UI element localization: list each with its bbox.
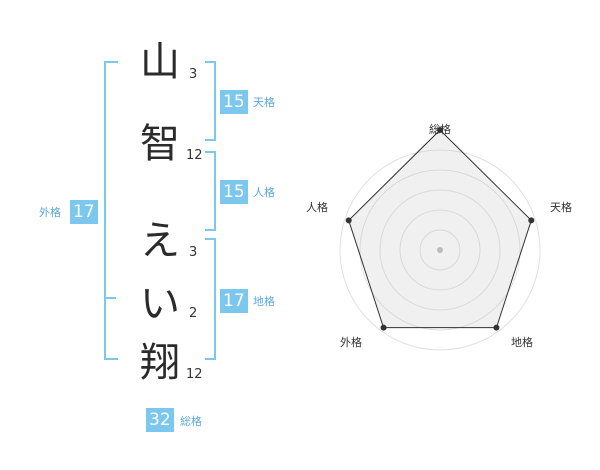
radar-value-polygon xyxy=(348,129,532,329)
radar-point-3 xyxy=(493,324,500,331)
jinkaku-badge: 15 xyxy=(220,180,248,204)
chikaku-badge: 17 xyxy=(220,289,248,313)
radar-point-4 xyxy=(380,324,387,331)
stroke-count-4: 2 xyxy=(189,306,198,321)
jinkaku-label: 人格 xyxy=(253,186,275,199)
radar-label-tenkaku: 天格 xyxy=(550,201,572,214)
radar-ring-3 xyxy=(379,189,501,311)
radar-ring-1 xyxy=(339,149,541,351)
chikaku-label: 地格 xyxy=(253,295,275,308)
name-char-5: 翔 xyxy=(140,340,180,386)
gaikaku-bracket-mid-tick xyxy=(104,297,116,299)
tenkaku-bracket xyxy=(205,61,216,141)
radar-label-chikaku: 地格 xyxy=(511,336,533,349)
radar-center-dot xyxy=(437,247,443,253)
name-char-2: 智 xyxy=(140,121,180,167)
radar-point-5 xyxy=(345,217,352,224)
gaikaku-label: 外格 xyxy=(39,206,61,219)
gaikaku-badge: 17 xyxy=(70,200,98,224)
stroke-count-3: 3 xyxy=(189,245,198,260)
stroke-count-5: 12 xyxy=(186,367,203,382)
radar-ring-2 xyxy=(359,169,521,331)
radar-ring-4 xyxy=(399,209,481,291)
tenkaku-label: 天格 xyxy=(253,96,275,109)
soukaku-badge: 32 xyxy=(146,408,174,432)
radar-label-gaikaku: 外格 xyxy=(340,336,362,349)
radar-point-2 xyxy=(528,217,535,224)
gaikaku-bracket xyxy=(104,61,118,360)
radar-ring-5 xyxy=(419,229,461,271)
stroke-count-1: 3 xyxy=(189,67,198,82)
radar-label-jinkaku: 人格 xyxy=(306,201,328,214)
name-char-3: え xyxy=(140,218,180,264)
radar-point-1 xyxy=(437,127,443,133)
chikaku-bracket xyxy=(205,238,216,360)
name-char-1: 山 xyxy=(140,39,180,85)
tenkaku-badge: 15 xyxy=(220,90,248,114)
stroke-count-2: 12 xyxy=(186,148,203,163)
jinkaku-bracket xyxy=(205,151,216,231)
radar-label-soukaku: 総格 xyxy=(429,123,451,136)
name-char-4: い xyxy=(140,281,180,327)
soukaku-label: 総格 xyxy=(180,415,202,428)
